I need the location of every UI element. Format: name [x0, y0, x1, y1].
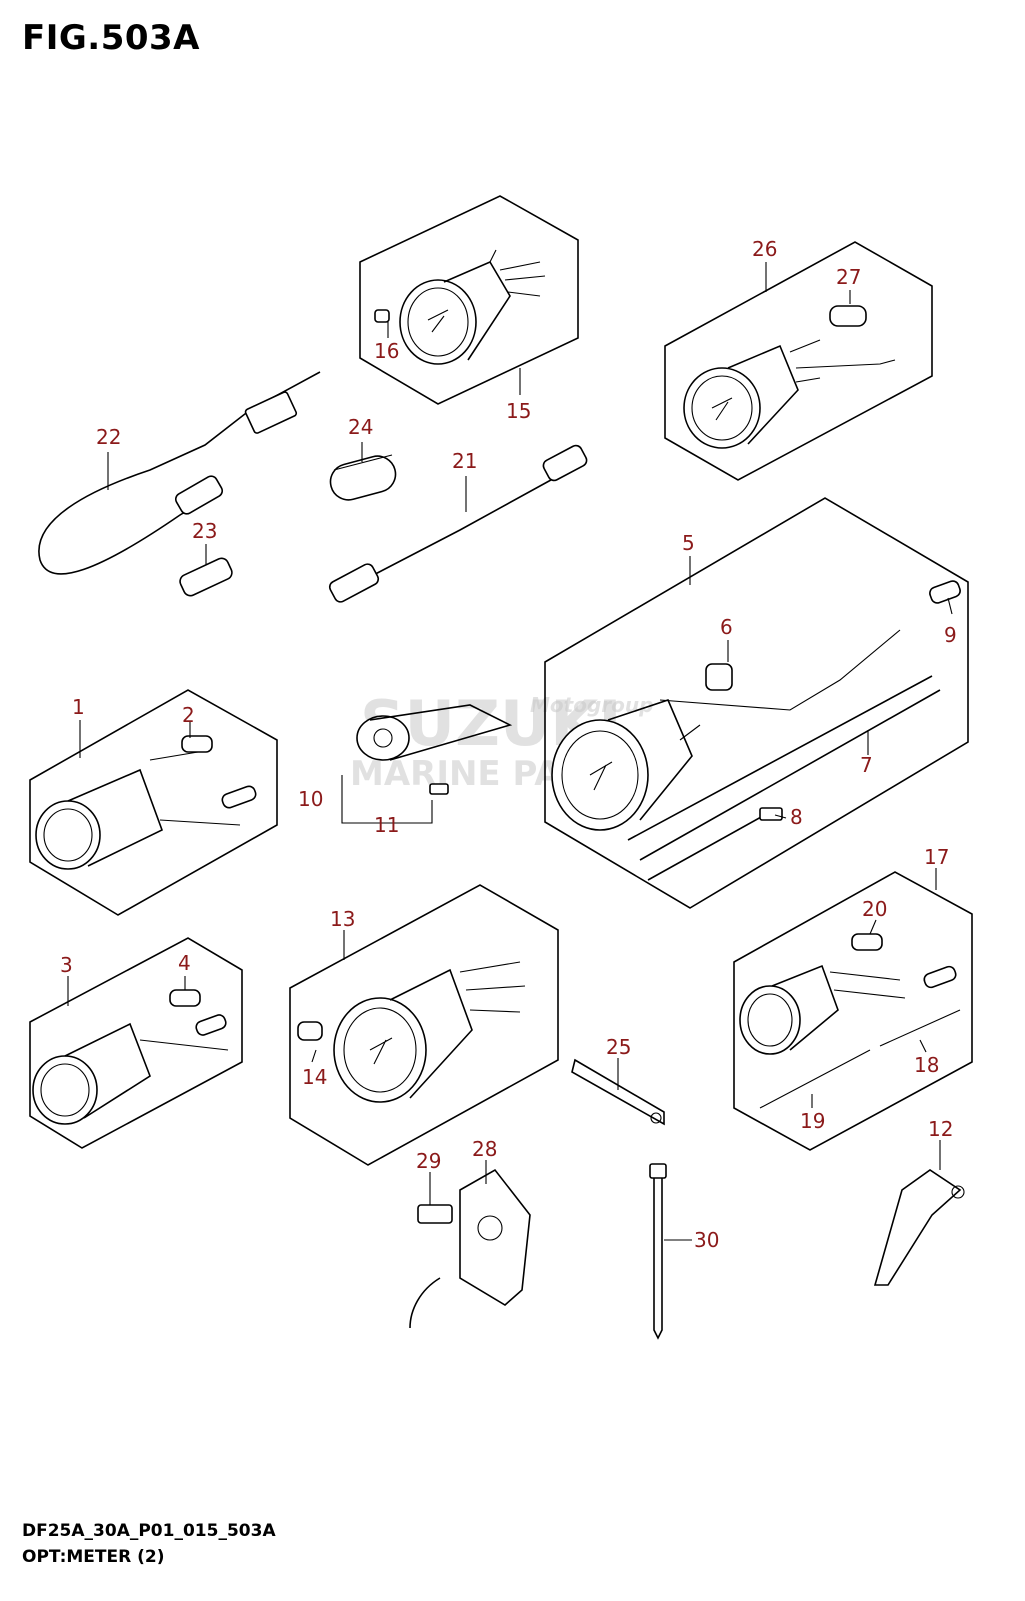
callout-8: 8 [790, 805, 803, 829]
callout-19: 19 [800, 1109, 825, 1133]
callout-6: 6 [720, 615, 733, 639]
callout-10: 10 [298, 787, 323, 811]
part-group-3 [29, 937, 243, 1149]
callout-1: 1 [72, 695, 85, 719]
callout-5: 5 [682, 531, 695, 555]
part-10-switch [341, 704, 513, 824]
callout-12: 12 [928, 1117, 953, 1141]
callout-20: 20 [862, 897, 887, 921]
watermark-line1: Motogroup [530, 693, 653, 717]
figure-name: OPT:METER (2) [22, 1547, 165, 1567]
part-23-cap [179, 557, 233, 597]
callout-29: 29 [416, 1149, 441, 1173]
callout-7: 7 [860, 753, 873, 777]
part-12-sender [873, 1169, 965, 1286]
part-21-cable [328, 444, 588, 603]
callout-2: 2 [182, 703, 195, 727]
part-group-26 [664, 241, 933, 481]
callout-17: 17 [924, 845, 949, 869]
part-group-15 [359, 195, 579, 405]
part-24-grommet [329, 454, 397, 501]
figure-title: FIG.503A [22, 18, 200, 58]
leader-lines [67, 262, 953, 1241]
part-group-5 [544, 497, 969, 909]
part-28-bracket [409, 1168, 531, 1329]
callout-14: 14 [302, 1065, 327, 1089]
callout-13: 13 [330, 907, 355, 931]
part-30-tie [649, 1163, 667, 1340]
callout-11: 11 [374, 813, 399, 837]
part-group-17 [733, 871, 973, 1151]
callout-24: 24 [348, 415, 373, 439]
part-25-strap [571, 1058, 665, 1126]
callout-21: 21 [452, 449, 477, 473]
callout-3: 3 [60, 953, 73, 977]
callout-25: 25 [606, 1035, 631, 1059]
part-group-1 [29, 689, 278, 916]
callout-15: 15 [506, 399, 531, 423]
part-29-bolt [417, 1204, 453, 1224]
part-group-13 [289, 884, 559, 1166]
callout-4: 4 [178, 951, 191, 975]
callout-30: 30 [694, 1228, 719, 1252]
callout-27: 27 [836, 265, 861, 289]
callout-28: 28 [472, 1137, 497, 1161]
callout-9: 9 [944, 623, 957, 647]
callouts: 1 2 3 4 5 6 7 8 9 10 11 12 13 14 15 16 1… [60, 237, 957, 1252]
callout-16: 16 [374, 339, 399, 363]
callout-18: 18 [914, 1053, 939, 1077]
callout-23: 23 [192, 519, 217, 543]
callout-22: 22 [96, 425, 121, 449]
part-22-cable [38, 371, 321, 575]
callout-26: 26 [752, 237, 777, 261]
figure-code: DF25A_30A_P01_015_503A [22, 1521, 276, 1541]
